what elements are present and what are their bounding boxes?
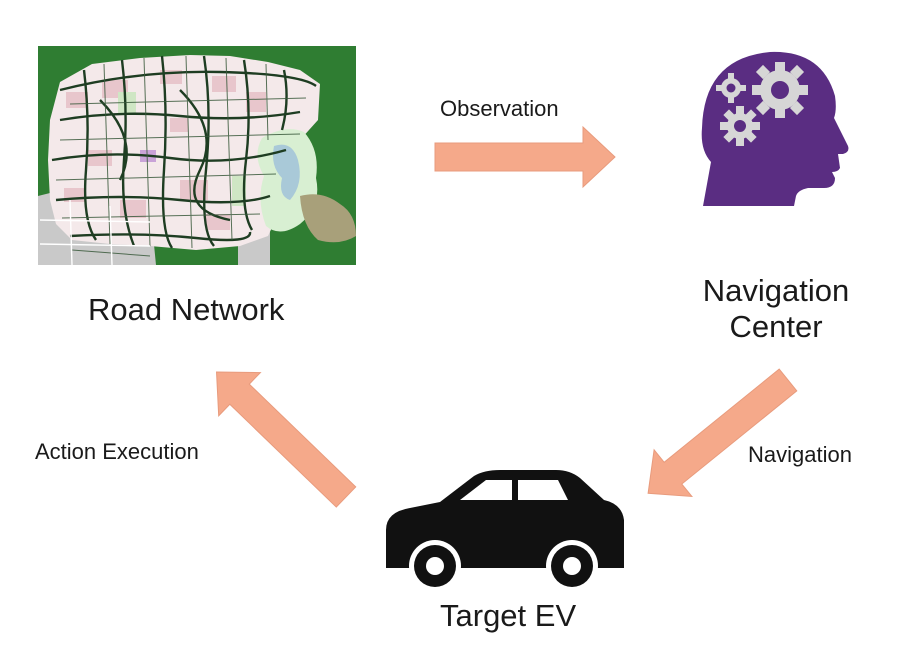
road-network-label: Road Network — [88, 292, 285, 327]
navigation-arrow — [647, 368, 798, 498]
target-ev-label: Target EV — [440, 598, 577, 633]
navigation-center-label-line1: Navigation — [702, 273, 850, 308]
navigation-label: Navigation — [748, 442, 852, 467]
navigation-center-label: Navigation Center — [672, 273, 880, 344]
observation-arrow — [434, 125, 616, 189]
navigation-center-label-line2: Center — [729, 308, 823, 344]
car-icon — [386, 470, 624, 592]
action-execution-label: Action Execution — [35, 439, 199, 464]
road-network-map-image — [38, 46, 356, 266]
action-execution-arrow — [215, 371, 357, 508]
head-with-gears-icon — [701, 51, 849, 206]
observation-label: Observation — [440, 96, 559, 121]
